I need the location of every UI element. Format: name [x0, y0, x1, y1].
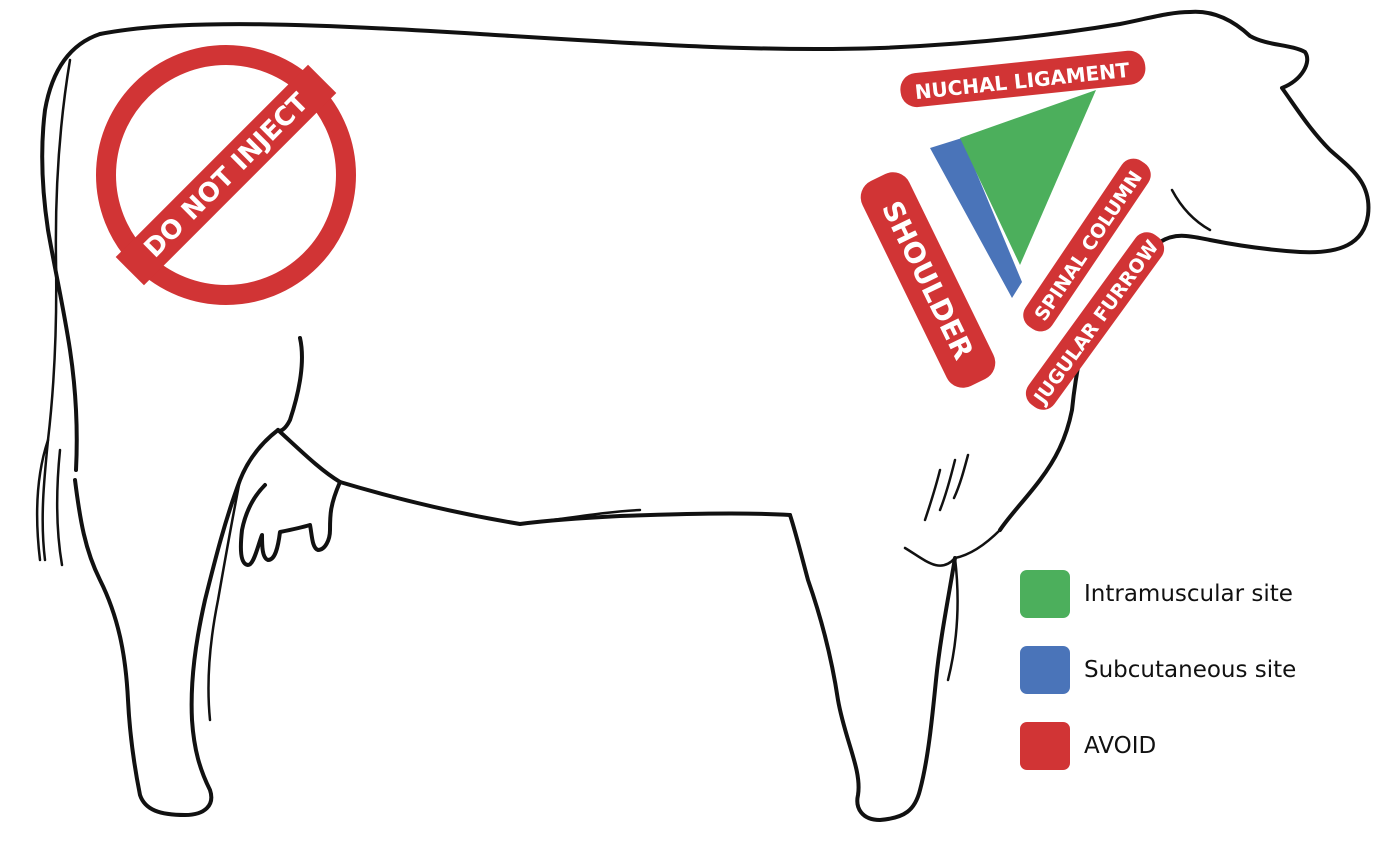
legend-label: Subcutaneous site	[1084, 657, 1297, 683]
do-not-inject-label: DO NOT INJECT	[139, 87, 315, 263]
subcutaneous-swatch	[1020, 646, 1070, 694]
nuchal-ligament-badge: NUCHAL LIGAMENT	[900, 50, 1146, 108]
legend-item-subcutaneous: Subcutaneous site	[1020, 646, 1296, 694]
intramuscular-site-region	[960, 90, 1096, 265]
avoid-swatch	[1020, 722, 1070, 770]
intramuscular-swatch	[1020, 570, 1070, 618]
legend-label: Intramuscular site	[1084, 581, 1293, 607]
do-not-inject-icon: DO NOT INJECT	[96, 45, 356, 305]
legend-label: AVOID	[1084, 733, 1157, 759]
subcutaneous-site-region	[930, 138, 1022, 298]
legend-item-intramuscular: Intramuscular site	[1020, 570, 1293, 618]
cow-outline	[35, 9, 1371, 822]
legend-item-avoid: AVOID	[1020, 722, 1156, 770]
